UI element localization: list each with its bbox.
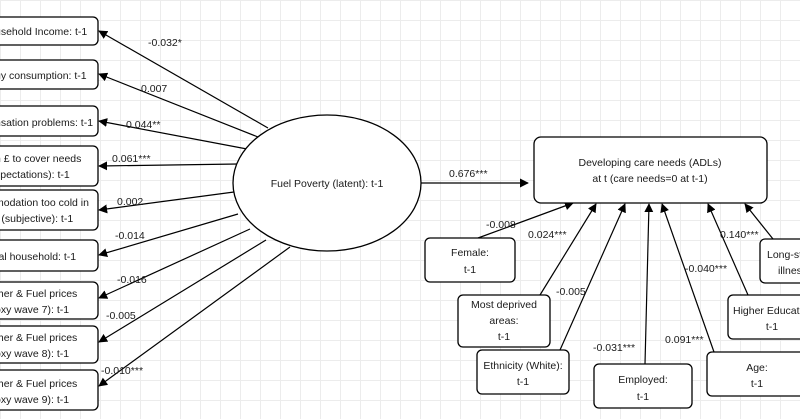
coef-education: -0.040*** [685, 263, 727, 275]
indicator-weather-w9-line1: ther & Fuel prices [0, 378, 77, 390]
indicator-enough-money-line1: h £ to cover needs [0, 153, 81, 165]
indicator-box-weather-w7[interactable] [0, 281, 99, 320]
indicator-consumption-line1: gy consumption: t-1 [0, 70, 87, 82]
covariate-deprived-line2: areas: [489, 315, 518, 327]
indicator-box-weather-w9[interactable] [0, 369, 99, 411]
coef-consumption: 0.007 [141, 83, 167, 95]
path-arrow-accommodation [98, 191, 235, 214]
indicator-condensation-line1: nsation problems: t-1 [0, 117, 93, 129]
indicator-box-enough-money[interactable] [0, 145, 99, 187]
covariate-box-age[interactable] [706, 351, 800, 397]
path-arrow-employed [644, 203, 654, 365]
covariate-box-employed[interactable] [593, 363, 693, 409]
outcome-label-line2: at t (care needs=0 at t-1) [592, 173, 707, 185]
indicator-income-line1: usehold Income: t-1 [0, 26, 87, 38]
covariate-education-line1: Higher Educatio [733, 305, 800, 317]
indicator-rural-line1: ral household: t-1 [0, 251, 76, 263]
covariate-illness-line1: Long-st [767, 249, 800, 261]
indicator-weather-w9-line2: oxy wave 9): t-1 [0, 394, 69, 406]
path-arrow-weather-w8 [98, 239, 267, 343]
latent-node-fuel-poverty[interactable] [232, 114, 422, 252]
indicator-box-consumption[interactable] [0, 59, 99, 90]
coef-enough-money: 0.061*** [112, 153, 151, 165]
path-arrow-weather-w7 [98, 228, 251, 299]
coef-ethnicity: -0.005 [556, 286, 586, 298]
indicator-weather-w8-line2: oxy wave 8): t-1 [0, 348, 69, 360]
path-arrow-ethnicity [559, 203, 626, 351]
covariate-deprived-line1: Most deprived [471, 299, 537, 311]
outcome-label-line1: Developing care needs (ADLs) [579, 157, 722, 169]
covariate-female-line2: t-1 [464, 264, 476, 276]
path-arrow-income [98, 30, 269, 129]
coef-main-path: 0.676*** [449, 168, 488, 180]
latent-node-label: Fuel Poverty (latent): t-1 [271, 178, 384, 190]
coef-weather-w9: -0.010*** [101, 365, 143, 377]
covariate-employed-line1: Employed: [618, 374, 668, 386]
coef-rural: -0.014 [115, 230, 145, 242]
indicator-weather-w7-line2: oxy wave 7): t-1 [0, 304, 69, 316]
path-arrow-deprived [539, 203, 597, 296]
path-arrow-enough-money [98, 161, 239, 171]
indicator-box-condensation[interactable] [0, 105, 99, 137]
coef-female: -0.008 [486, 219, 516, 231]
covariate-education-line2: t-1 [766, 321, 778, 333]
path-arrow-weather-w9 [98, 246, 291, 387]
indicator-accommodation-line1: modation too cold in [0, 197, 89, 209]
covariate-illness-line2: illnes [778, 265, 800, 277]
covariate-age-line2: t-1 [751, 378, 763, 390]
covariate-deprived-line3: t-1 [498, 331, 510, 343]
covariate-female-line1: Female: [451, 247, 489, 259]
path-arrow-illness [744, 203, 774, 240]
covariate-box-illness[interactable] [759, 238, 800, 284]
covariate-age-line1: Age: [746, 362, 768, 374]
indicator-weather-w8-line1: ther & Fuel prices [0, 332, 77, 344]
outcome-node[interactable] [533, 136, 768, 204]
covariate-box-female[interactable] [424, 237, 516, 283]
coef-accommodation: 0.002 [117, 196, 143, 208]
indicator-accommodation-line2: r (subjective): t-1 [0, 213, 73, 225]
covariate-box-education[interactable] [727, 294, 800, 340]
covariate-employed-line2: t-1 [637, 391, 649, 403]
coef-condensation: 0.044** [126, 119, 160, 131]
coef-deprived: 0.024*** [528, 229, 567, 241]
coef-employed: -0.031*** [593, 342, 635, 354]
path-arrow-consumption [98, 72, 259, 138]
coef-age: 0.091*** [665, 334, 704, 346]
indicator-box-accommodation[interactable] [0, 189, 99, 231]
covariate-ethnicity-line1: Ethnicity (White): [483, 360, 562, 372]
covariate-box-deprived[interactable] [457, 294, 551, 348]
indicator-enough-money-line2: xpectations): t-1 [0, 169, 70, 181]
path-arrow-rural [98, 213, 239, 258]
indicator-weather-w7-line1: ther & Fuel prices [0, 288, 77, 300]
covariate-ethnicity-line2: t-1 [517, 376, 529, 388]
path-arrow-condensation [98, 118, 248, 150]
coef-income: -0.032* [148, 37, 182, 49]
coef-weather-w8: -0.005 [106, 310, 136, 322]
coef-illness: 0.140*** [720, 229, 759, 241]
coef-weather-w7: -0.016 [117, 274, 147, 286]
indicator-box-rural[interactable] [0, 239, 99, 272]
indicator-box-income[interactable] [0, 16, 99, 46]
indicator-box-weather-w8[interactable] [0, 325, 99, 364]
path-arrow-female [477, 201, 574, 239]
covariate-box-ethnicity[interactable] [476, 349, 570, 395]
path-arrow-education [707, 203, 749, 296]
path-arrow-age [660, 203, 715, 353]
